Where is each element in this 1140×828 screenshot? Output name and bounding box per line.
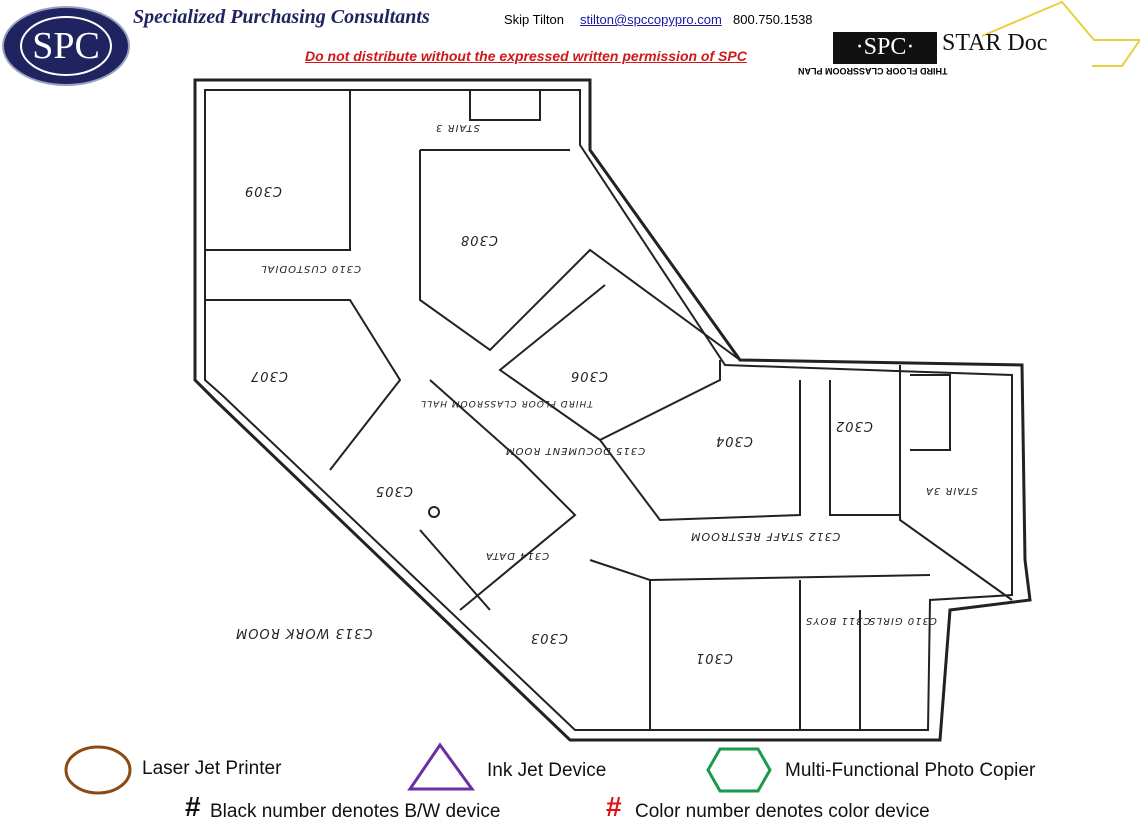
room-label: C310 CUSTODIAL — [260, 263, 361, 274]
room-label: C314 DATA — [485, 550, 550, 561]
legend-bw: Black number denotes B/W device — [210, 801, 501, 822]
contact-name: Skip Tilton — [504, 12, 564, 27]
logo-text: SPC — [20, 16, 112, 76]
star-doc-logo-text: STAR Doc — [942, 30, 1048, 56]
room-label: C301 — [695, 650, 733, 665]
room-label: C302 — [835, 418, 873, 433]
mfp-hexagon-icon — [706, 747, 772, 793]
bw-hash-icon: # — [185, 791, 201, 822]
room-label: C312 STAFF RESTROOM — [690, 530, 841, 543]
room-label: C308 — [460, 232, 498, 247]
room-label: THIRD FLOOR CLASSROOM HALL — [420, 398, 593, 408]
legend-inkjet: Ink Jet Device — [487, 760, 607, 781]
inkjet-triangle-icon — [407, 742, 475, 791]
star-doc-logo-spc: ·SPC· — [833, 32, 937, 64]
room-label: C309 — [244, 183, 282, 198]
room-label: C315 DOCUMENT ROOM — [505, 445, 646, 456]
legend-color: Color number denotes color device — [635, 801, 930, 822]
spc-logo: SPC — [2, 6, 130, 86]
room-label: C306 — [570, 368, 608, 383]
room-label: C303 — [530, 630, 568, 645]
room-label: C313 WORK ROOM — [235, 625, 373, 640]
legend-symbols — [64, 742, 772, 795]
legend-mfp: Multi-Functional Photo Copier — [785, 760, 1036, 781]
contact-email-link[interactable]: stilton@spccopypro.com — [580, 12, 722, 27]
laser-printer-circle-icon — [64, 745, 132, 795]
company-name: Specialized Purchasing Consultants — [133, 6, 430, 28]
room-label: STAIR 3A — [925, 485, 978, 496]
room-label: C310 GIRLS — [868, 615, 937, 626]
room-label: C307 — [250, 368, 288, 383]
distribution-warning: Do not distribute without the expressed … — [305, 48, 747, 64]
star-icon — [981, 0, 1140, 67]
room-label: C311 BOYS — [805, 615, 871, 626]
room-label: C304 — [715, 433, 753, 448]
contact-phone: 800.750.1538 — [733, 12, 813, 27]
room-label: C305 — [375, 483, 413, 498]
legend-laser: Laser Jet Printer — [142, 758, 282, 779]
room-label: STAIR 3 — [435, 122, 480, 133]
color-hash-icon: # — [606, 791, 622, 822]
